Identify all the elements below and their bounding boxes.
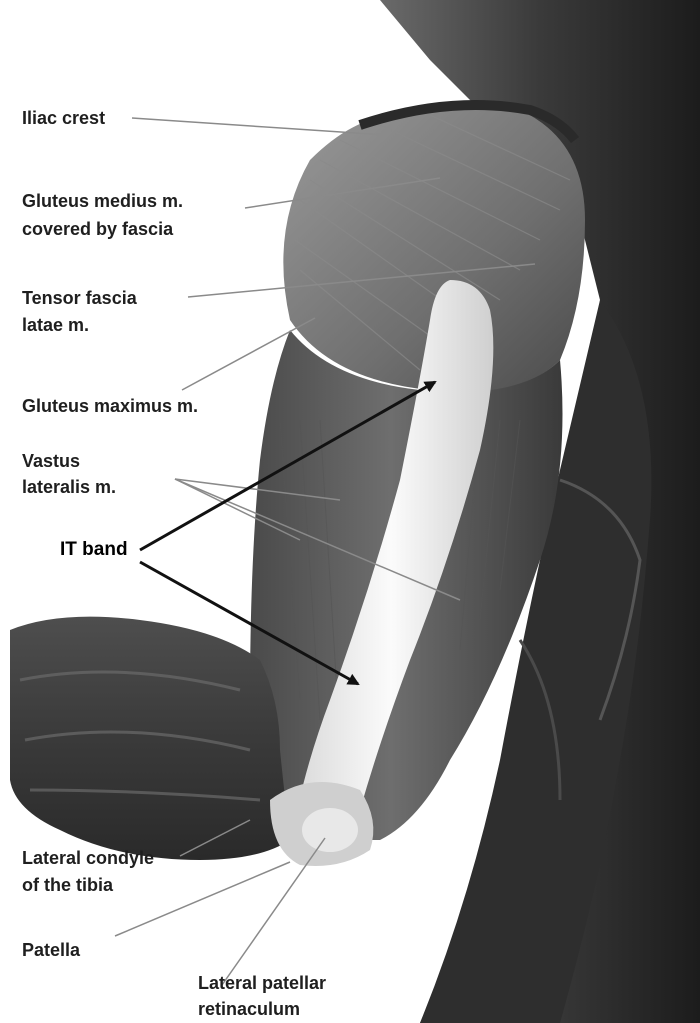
label-vastus-line1: Vastus [22,448,80,474]
label-lateral-condyle-line1: Lateral condyle [22,845,154,871]
label-it-band: IT band [60,537,128,563]
label-tensor-fascia-line1: Tensor fascia [22,285,137,311]
leader-iliac-crest [132,118,385,135]
leader-lateral-patellar [222,838,325,985]
label-gluteus-medius-line2: covered by fascia [22,216,173,242]
label-gluteus-maximus: Gluteus maximus m. [22,393,198,419]
label-gluteus-medius-line1: Gluteus medius m. [22,188,183,214]
label-tensor-fascia-line2: latae m. [22,312,89,338]
label-lateral-patellar-line2: retinaculum [198,996,300,1022]
label-patella: Patella [22,937,80,963]
label-vastus-line2: lateralis m. [22,474,116,500]
label-lateral-patellar-line1: Lateral patellar [198,970,326,996]
label-lateral-condyle-line2: of the tibia [22,872,113,898]
lower-leg-shape [10,617,290,860]
label-iliac-crest: Iliac crest [22,105,105,131]
